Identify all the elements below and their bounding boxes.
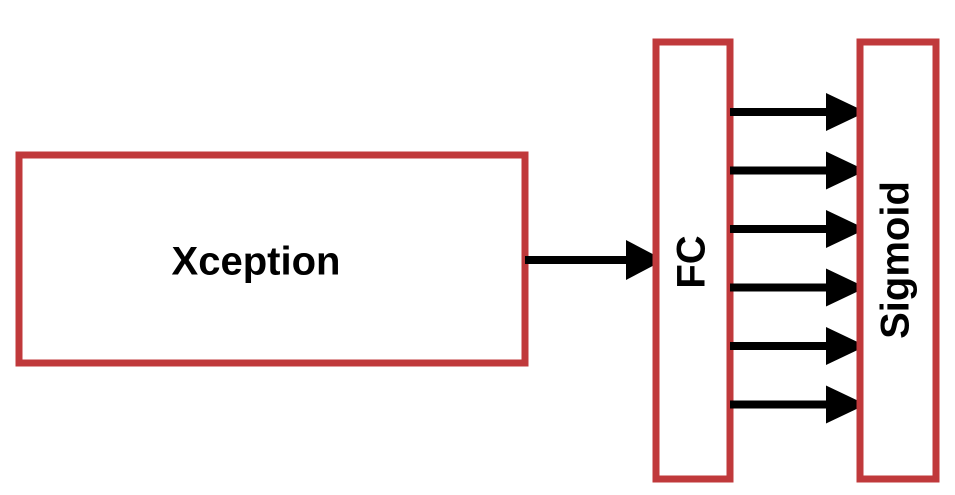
fc-to-sigmoid-arrow [730,151,866,190]
sigmoid-box [856,38,940,483]
fc-to-sigmoid-arrow [730,268,866,307]
fc-label: FC [670,235,714,288]
sigmoid-label: Sigmoid [874,181,918,339]
arrow-head [826,210,866,248]
sigmoid-block: Sigmoid [856,38,940,483]
arrow-head [626,240,664,280]
fc-to-sigmoid-arrow [730,327,866,365]
xception-block: Xception [15,151,529,367]
xception-box [15,151,529,367]
fc-box [652,38,734,483]
xception-to-fc-arrow [525,240,664,280]
fc-block: FC [652,38,734,483]
fc-to-sigmoid-arrow [730,93,866,131]
arrow-head [826,385,866,424]
arrow-head [826,93,866,131]
arrow-head [826,151,866,190]
arrow-head [826,268,866,307]
fc-to-sigmoid-arrows [730,93,866,424]
fc-to-sigmoid-arrow [730,385,866,424]
xception-label: Xception [172,240,341,284]
fc-to-sigmoid-arrow [730,210,866,248]
arrow-head [826,327,866,365]
